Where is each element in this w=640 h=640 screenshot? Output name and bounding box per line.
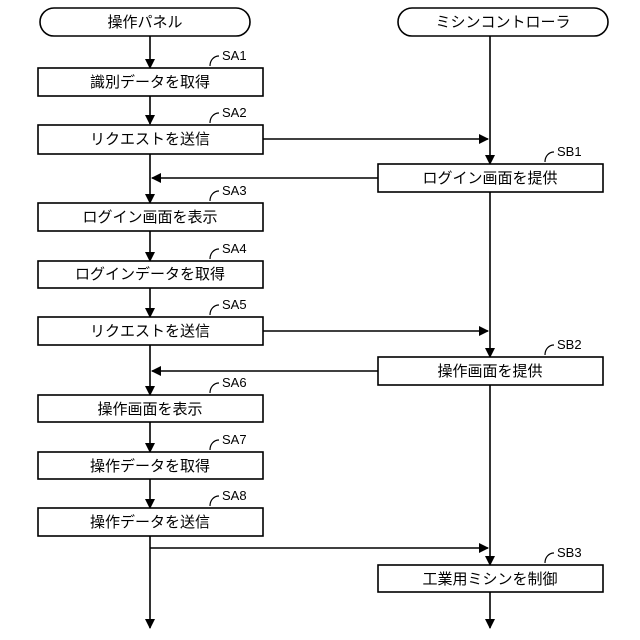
step-sa3: ログイン画面を表示 — [38, 203, 263, 231]
step-ref-label: SB2 — [557, 337, 582, 352]
step-sa8: 操作データを送信 — [38, 508, 263, 536]
ref-sa5: SA5 — [210, 297, 247, 315]
step-ref-label: SA7 — [222, 432, 247, 447]
step-sa6: 操作画面を表示 — [38, 395, 263, 422]
step-sb1: ログイン画面を提供 — [378, 164, 603, 192]
ref-sb1: SB1 — [545, 144, 582, 162]
step-label: ログインデータを取得 — [75, 265, 225, 283]
step-ref-label: SA5 — [222, 297, 247, 312]
step-sa4: ログインデータを取得 — [38, 261, 263, 288]
step-sb2: 操作画面を提供 — [378, 357, 603, 385]
ref-sb2: SB2 — [545, 337, 582, 355]
step-sa2: リクエストを送信 — [38, 125, 263, 154]
step-ref-label: SA8 — [222, 488, 247, 503]
step-ref-label: SA3 — [222, 183, 247, 198]
step-label: リクエストを送信 — [90, 322, 210, 340]
step-ref-label: SB1 — [557, 144, 582, 159]
step-label: 操作データを取得 — [90, 457, 210, 475]
ref-sa7: SA7 — [210, 432, 247, 450]
step-label: リクエストを送信 — [90, 130, 210, 148]
right-lane-title: ミシンコントローラ — [435, 13, 570, 31]
step-label: 識別データを取得 — [90, 73, 210, 91]
step-label: 操作画面を提供 — [437, 362, 542, 380]
ref-sa2: SA2 — [210, 105, 247, 123]
ref-sa1: SA1 — [210, 48, 247, 66]
ref-sa4: SA4 — [210, 241, 247, 259]
ref-sa8: SA8 — [210, 488, 247, 506]
step-ref-label: SA2 — [222, 105, 247, 120]
ref-sa3: SA3 — [210, 183, 247, 201]
step-sa7: 操作データを取得 — [38, 452, 263, 479]
step-ref-label: SA1 — [222, 48, 247, 63]
step-sa5: リクエストを送信 — [38, 317, 263, 345]
ref-sb3: SB3 — [545, 545, 582, 563]
step-ref-label: SA4 — [222, 241, 247, 256]
ref-sa6: SA6 — [210, 375, 247, 393]
step-ref-label: SA6 — [222, 375, 247, 390]
step-sa1: 識別データを取得 — [38, 68, 263, 96]
left-lane-title: 操作パネル — [107, 13, 182, 31]
step-label: 工業用ミシンを制御 — [422, 570, 557, 588]
step-label: 操作データを送信 — [90, 513, 210, 531]
step-label: ログイン画面を提供 — [422, 169, 557, 187]
step-ref-label: SB3 — [557, 545, 582, 560]
step-sb3: 工業用ミシンを制御 — [378, 565, 603, 592]
step-label: 操作画面を表示 — [97, 400, 202, 418]
step-label: ログイン画面を表示 — [82, 208, 217, 226]
